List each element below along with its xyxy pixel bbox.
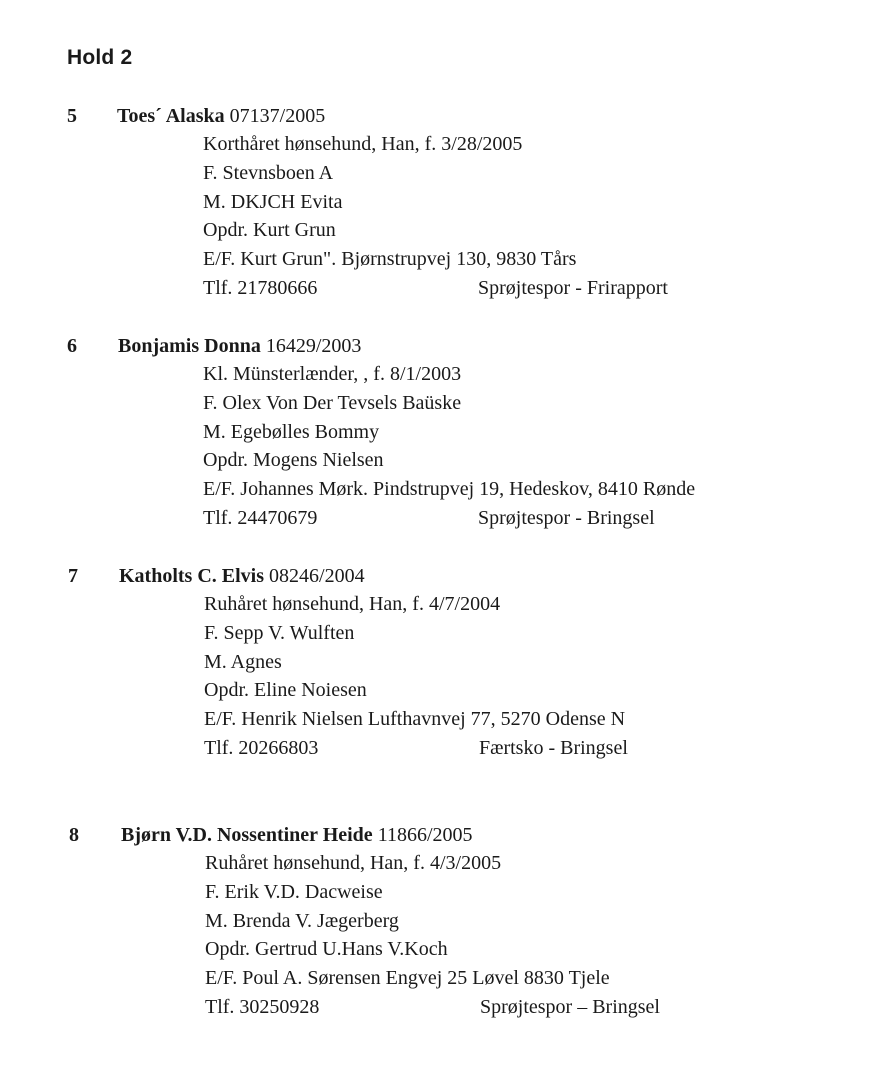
owner-line: E/F. Henrik Nielsen Lufthavnvej 77, 5270… [204,708,626,731]
dog-name: Katholts C. Elvis [119,565,265,587]
phone-row: Tlf. 21780666 Sprøjtespor - Frirapport [203,274,668,303]
father-line: F. Stevnsboen A [203,161,334,184]
father-line: F. Olex Von Der Tevsels Baüske [203,391,462,414]
registration-number: 11866/2005 [372,824,473,846]
registration-number: 08246/2004 [264,565,365,587]
test-type: Sprøjtespor - Frirapport [478,276,668,299]
breeder-line: Opdr. Eline Noiesen [204,679,367,702]
mother-line: M. Agnes [204,650,282,673]
breed-line: Korthåret hønsehund, Han, f. 3/28/2005 [203,133,523,155]
test-type: Sprøjtespor - Bringsel [478,506,655,529]
breed-line: Ruhåret hønsehund, Han, f. 4/3/2005 [205,852,502,874]
phone-number: Tlf. 21780666 [203,276,318,299]
entry-title: Bjørn V.D. Nossentiner Heide 11866/2005 [121,821,473,849]
mother-line: M. DKJCH Evita [203,190,343,213]
owner-line: E/F. Kurt Grun". Bjørnstrupvej 130, 9830… [203,248,577,271]
phone-number: Tlf. 20266803 [204,736,319,759]
entry-number: 5 [67,105,77,127]
entry-number: 8 [69,824,79,846]
breed-line: Ruhåret hønsehund, Han, f. 4/7/2004 [204,593,501,615]
page-heading: Hold 2 [67,46,133,69]
breed-line: Kl. Münsterlænder, , f. 8/1/2003 [203,363,462,385]
entry-title: Toes´ Alaska 07137/2005 [117,102,325,130]
breeder-line: Opdr. Kurt Grun [203,219,336,242]
phone-row: Tlf. 20266803 Færtsko - Bringsel [204,734,628,763]
owner-line: E/F. Johannes Mørk. Pindstrupvej 19, Hed… [203,478,696,501]
entry-details: Ruhåret hønsehund, Han, f. 4/7/2004 F. S… [204,590,628,763]
entry-details: Kl. Münsterlænder, , f. 8/1/2003 F. Olex… [203,360,695,533]
phone-row: Tlf. 24470679 Sprøjtespor - Bringsel [203,504,695,533]
entry-details: Korthåret hønsehund, Han, f. 3/28/2005 F… [203,130,668,303]
phone-number: Tlf. 24470679 [203,506,318,529]
father-line: F. Erik V.D. Dacweise [205,880,383,903]
entry-number: 6 [67,335,77,357]
dog-name: Bjørn V.D. Nossentiner Heide [121,824,373,846]
mother-line: M. Egebølles Bommy [203,420,380,443]
breeder-line: Opdr. Gertrud U.Hans V.Koch [205,938,448,961]
owner-line: E/F. Poul A. Sørensen Engvej 25 Løvel 88… [205,967,610,990]
father-line: F. Sepp V. Wulften [204,621,355,644]
registration-number: 16429/2003 [260,335,362,357]
phone-number: Tlf. 30250928 [205,995,320,1018]
entry-title: Katholts C. Elvis 08246/2004 [119,562,365,590]
entry-details: Ruhåret hønsehund, Han, f. 4/3/2005 F. E… [205,849,660,1022]
phone-row: Tlf. 30250928 Sprøjtespor – Bringsel [205,993,660,1022]
test-type: Sprøjtespor – Bringsel [480,995,660,1018]
breeder-line: Opdr. Mogens Nielsen [203,449,384,472]
entry-number: 7 [68,565,78,587]
dog-name: Bonjamis Donna [118,335,261,357]
mother-line: M. Brenda V. Jægerberg [205,909,399,932]
entry-title: Bonjamis Donna 16429/2003 [118,332,361,360]
test-type: Færtsko - Bringsel [479,736,628,759]
dog-name: Toes´ Alaska [117,105,225,127]
registration-number: 07137/2005 [224,105,326,127]
